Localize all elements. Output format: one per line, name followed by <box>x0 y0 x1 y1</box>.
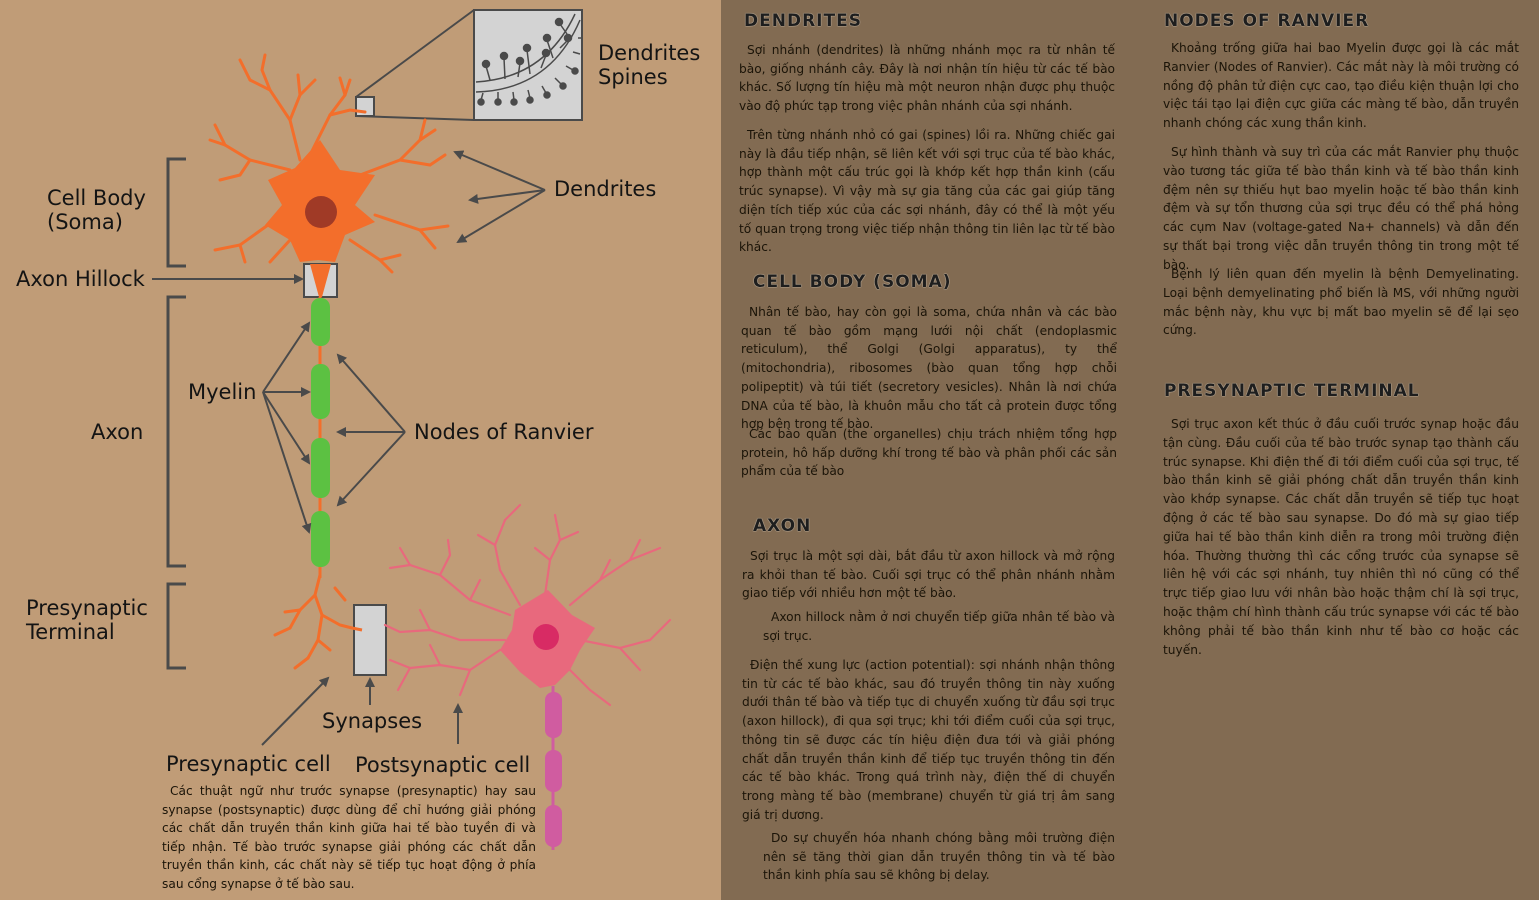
magnifier-lines <box>355 9 475 121</box>
diagram-panel <box>0 0 721 900</box>
label-myelin: Myelin <box>188 380 257 404</box>
dendrites-paragraph-1: Sợi nhánh (dendrites) là những nhánh mọc… <box>739 43 1115 114</box>
spines-inset <box>473 9 583 121</box>
text-panel <box>721 0 1539 900</box>
axon-hillock <box>310 264 331 297</box>
axon-paragraph-2: Axon hillock nằm ở nơi chuyển tiếp giữa … <box>763 610 1115 643</box>
label-axon: Axon <box>91 420 144 444</box>
label-cell-body: Cell Body (Soma) <box>47 186 146 234</box>
label-dendrites: Dendrites <box>554 177 657 201</box>
postsynaptic-axon <box>545 686 562 850</box>
nodes-paragraph-3: Bệnh lý liên quan đến myelin là bệnh Dem… <box>1163 267 1519 338</box>
label-nodes-of-ranvier: Nodes of Ranvier <box>414 420 594 444</box>
cell-body-paragraph-2: Các bào quan (the organelles) chịu trách… <box>741 427 1117 479</box>
synapse-caption: Các thuật ngữ như trước synapse (presyna… <box>162 784 536 891</box>
heading-axon: Axon <box>753 516 812 536</box>
axon-paragraph-4: Do sự chuyển hóa nhanh chóng bằng môi tr… <box>763 831 1115 883</box>
label-dendrites-spines: Dendrites Spines <box>598 41 701 89</box>
axon-paragraph-3: Điện thế xung lực (action potential): sợ… <box>742 658 1115 822</box>
heading-presynaptic-terminal: Presynaptic Terminal <box>1164 381 1420 401</box>
presynaptic-terminal-branches <box>273 573 354 670</box>
presynaptic-nucleus <box>305 196 337 228</box>
presynaptic-paragraph-1: Sợi trục axon kết thúc ở đầu cuối trước … <box>1163 417 1519 657</box>
label-presynaptic-terminal: Presynaptic Terminal <box>26 596 148 644</box>
nodes-paragraph-2: Sự hình thành và suy trì của các mắt Ran… <box>1163 145 1519 272</box>
cell-body-paragraph-1: Nhân tế bào, hay còn gọi là soma, chứa n… <box>741 305 1117 432</box>
neuron-diagram <box>152 9 672 850</box>
axon-paragraph-1: Sợi trục là một sợi dài, bắt đầu từ axon… <box>742 549 1115 601</box>
postsynaptic-nucleus <box>533 624 559 650</box>
brackets <box>166 157 186 670</box>
label-synapses: Synapses <box>322 709 423 733</box>
label-postsynaptic-cell: Postsynaptic cell <box>355 753 531 777</box>
heading-nodes-of-ranvier: Nodes of Ranvier <box>1164 11 1370 31</box>
synapse-box <box>353 604 387 676</box>
myelin-sheaths <box>311 298 330 567</box>
dendrites-paragraph-2: Trên từng nhánh nhỏ có gai (spines) lồi … <box>739 128 1115 255</box>
heading-dendrites: Dendrites <box>744 11 862 31</box>
heading-cell-body: Cell Body (Soma) <box>753 272 952 292</box>
nodes-paragraph-1: Khoảng trống giữa hai bao Myelin được gọ… <box>1163 41 1519 131</box>
presynaptic-dendrites <box>208 53 450 274</box>
label-presynaptic-cell: Presynaptic cell <box>166 752 331 776</box>
label-axon-hillock: Axon Hillock <box>16 267 145 291</box>
pointer-arrows <box>152 150 546 746</box>
postsynaptic-dendrites <box>383 503 672 707</box>
